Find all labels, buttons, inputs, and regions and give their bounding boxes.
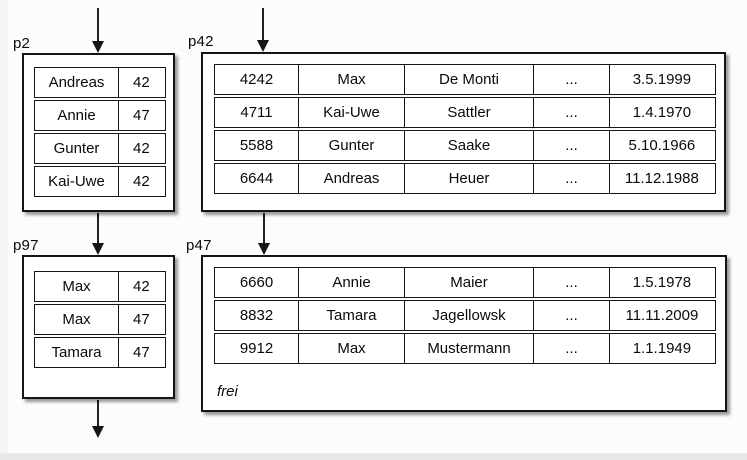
id-cell: 6644 [215,164,299,193]
name-cell: Gunter [35,134,119,163]
page-ref-cell: 42 [133,173,150,190]
record-row: 5588 Gunter Saake ... 5.10.1966 [214,130,716,161]
id-cell: 9912 [215,334,299,363]
index-entry-row: Max 42 [34,271,166,302]
index-entry-row: Kai-Uwe 42 [34,166,166,197]
incoming-arrow-p2 [91,8,105,53]
outgoing-arrow-p97 [91,400,105,438]
id-cell: 8832 [215,301,299,330]
name-cell: Tamara [35,338,119,367]
ellipsis-cell: ... [534,268,610,297]
arrow-head-icon [91,426,104,438]
firstname-cell: Andreas [299,164,405,193]
arrow-head-icon [91,243,104,255]
page-ref-cell: 47 [133,344,150,361]
page-box-p42: 4242 Max De Monti ... 3.5.1999 4711 Kai-… [201,52,726,212]
lastname-cell: De Monti [405,65,534,94]
arrow-head-icon [91,41,104,53]
id-cell: 4242 [215,65,299,94]
lastname-cell: Jagellowsk [405,301,534,330]
id-cell: 5588 [215,131,299,160]
arrow-shaft [97,400,99,426]
record-row: 4242 Max De Monti ... 3.5.1999 [214,64,716,95]
index-entry-row: Gunter 42 [34,133,166,164]
ellipsis-cell: ... [534,334,610,363]
lastname-cell: Sattler [405,98,534,127]
date-cell: 11.11.2009 [625,307,699,324]
record-row: 6644 Andreas Heuer ... 11.12.1988 [214,163,716,194]
lastname-cell: Saake [405,131,534,160]
name-cell: Annie [35,101,119,130]
free-space-label: frei [217,383,238,400]
date-cell: 5.10.1966 [628,137,696,154]
lastname-cell: Maier [405,268,534,297]
record-table-p47: 6660 Annie Maier ... 1.5.1978 8832 Tamar… [214,267,716,364]
background-left-strip [0,0,8,460]
page-box-p47: 6660 Annie Maier ... 1.5.1978 8832 Tamar… [201,255,727,412]
firstname-cell: Kai-Uwe [299,98,405,127]
arrow-shaft [262,8,264,40]
date-cell: 1.1.1949 [632,340,692,357]
arrow-p42-to-p47 [257,213,271,255]
ellipsis-cell: ... [534,301,610,330]
firstname-cell: Max [299,65,405,94]
date-cell: 1.4.1970 [632,104,692,121]
index-entry-row: Andreas 42 [34,67,166,98]
name-cell: Max [35,272,119,301]
page-label-p42: p42 [188,33,214,50]
ellipsis-cell: ... [534,65,610,94]
firstname-cell: Annie [299,268,405,297]
firstname-cell: Tamara [299,301,405,330]
page-box-p97: Max 42 Max 47 Tamara 47 [22,255,175,399]
page-label-p2: p2 [13,35,31,52]
arrow-shaft [97,213,99,243]
arrow-shaft [263,213,265,243]
date-cell: 1.5.1978 [632,274,692,291]
name-cell: Max [35,305,119,334]
date-cell: 11.12.1988 [624,170,699,187]
page-ref-cell: 42 [133,74,150,91]
background-bottom-bar [0,453,747,460]
name-cell: Andreas [35,68,119,97]
arrow-p2-to-p97 [91,213,105,255]
record-table-p42: 4242 Max De Monti ... 3.5.1999 4711 Kai-… [214,64,716,194]
lastname-cell: Heuer [405,164,534,193]
index-table-p2: Andreas 42 Annie 47 Gunter 42 Kai-Uwe 42 [34,67,166,197]
id-cell: 4711 [215,98,299,127]
record-row: 4711 Kai-Uwe Sattler ... 1.4.1970 [214,97,716,128]
arrow-shaft [97,8,99,41]
ellipsis-cell: ... [534,98,610,127]
name-cell: Kai-Uwe [35,167,119,196]
arrow-head-icon [256,40,269,52]
page-label-p97: p97 [13,237,39,254]
record-row: 8832 Tamara Jagellowsk ... 11.11.2009 [214,300,716,331]
arrow-head-icon [257,243,270,255]
page-label-p47: p47 [186,237,212,254]
firstname-cell: Gunter [299,131,405,160]
lastname-cell: Mustermann [405,334,534,363]
record-row: 6660 Annie Maier ... 1.5.1978 [214,267,716,298]
page-box-p2: Andreas 42 Annie 47 Gunter 42 Kai-Uwe 42 [22,53,175,212]
index-entry-row: Max 47 [34,304,166,335]
page-ref-cell: 47 [133,311,150,328]
date-cell: 3.5.1999 [632,71,692,88]
record-row: 9912 Max Mustermann ... 1.1.1949 [214,333,716,364]
page-ref-cell: 42 [133,278,150,295]
ellipsis-cell: ... [534,164,610,193]
index-entry-row: Annie 47 [34,100,166,131]
index-entry-row: Tamara 47 [34,337,166,368]
index-table-p97: Max 42 Max 47 Tamara 47 [34,271,166,368]
ellipsis-cell: ... [534,131,610,160]
page-ref-cell: 47 [133,107,150,124]
firstname-cell: Max [299,334,405,363]
incoming-arrow-p42 [256,8,270,52]
id-cell: 6660 [215,268,299,297]
page-ref-cell: 42 [133,140,150,157]
